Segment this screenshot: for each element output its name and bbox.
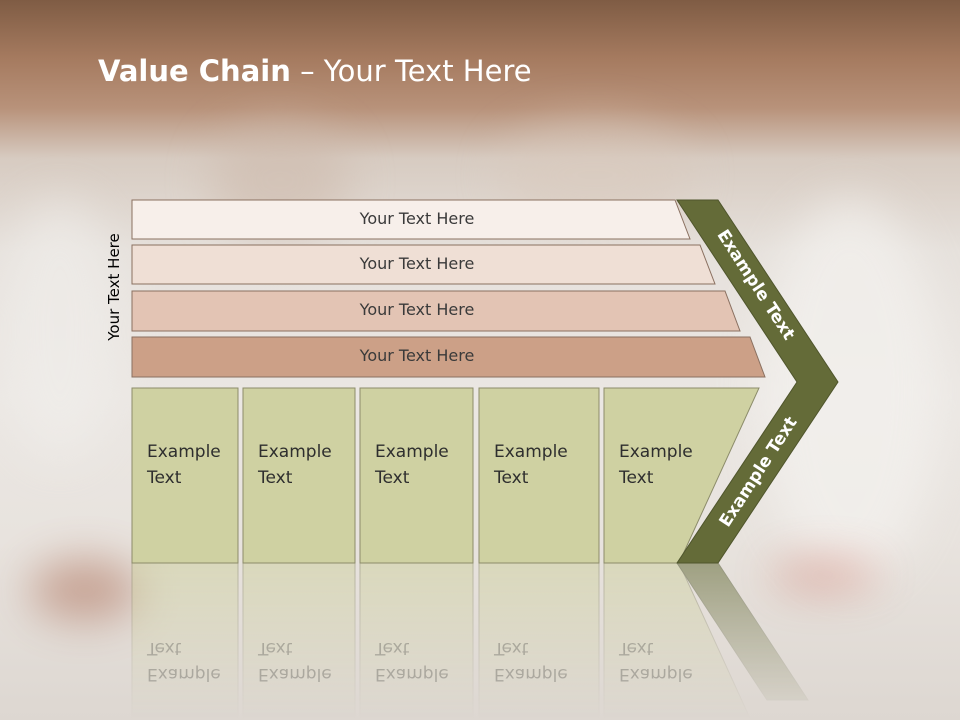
row-label-4: Your Text Here [359, 346, 475, 365]
row-band-2 [131, 244, 716, 285]
row-band-1 [131, 199, 691, 240]
row-band-3 [131, 290, 741, 332]
column-reflection-3 [359, 562, 474, 720]
column-label-line1: Example [619, 442, 693, 462]
column-label-line1: Example [375, 442, 449, 462]
column-reflection-line2: Text [619, 638, 654, 658]
background-vegetables [30, 560, 140, 620]
column-reflection-5 [603, 562, 752, 720]
column-label-line2: Text [147, 468, 182, 488]
column-label-line1: Example [258, 442, 332, 462]
column-reflection-line1: Example [619, 664, 693, 684]
column-reflection-line1: Example [375, 664, 449, 684]
column-reflection-1 [131, 562, 239, 720]
background-figure [0, 200, 120, 460]
column-label-reflection-1: Example Text [147, 635, 221, 687]
slide-title: Value Chain – Your Text Here [98, 54, 532, 88]
column-reflection-line2: Text [494, 638, 529, 658]
column-label-reflection-4: Example Text [494, 635, 568, 687]
title-rest: – Your Text Here [290, 54, 532, 88]
column-label-reflection-3: Example Text [375, 635, 449, 687]
column-reflection-line1: Example [147, 664, 221, 684]
column-reflection-line1: Example [494, 664, 568, 684]
column-label-line2: Text [258, 468, 293, 488]
row-label-2: Your Text Here [359, 253, 475, 273]
column-label-reflection-5: Example Text [619, 635, 693, 687]
row-label-1: Your Text Here [359, 208, 475, 228]
column-reflection-line2: Text [258, 638, 293, 658]
column-reflection-4 [478, 562, 600, 720]
column-reflection-line2: Text [375, 638, 410, 658]
column-label-line2: Text [375, 468, 410, 488]
column-label-line2: Text [494, 468, 529, 488]
row-band-4 [131, 336, 766, 378]
column-label-line1: Example [494, 442, 568, 462]
column-label-line1: Example [147, 442, 221, 462]
chevron-reflection [676, 562, 809, 701]
column-reflection-line1: Example [258, 664, 332, 684]
column-label-line2: Text [619, 468, 654, 488]
background-figure [760, 200, 940, 580]
row-label-3: Your Text Here [359, 300, 475, 319]
column-reflection-2 [242, 562, 356, 720]
column-reflection-line2: Text [147, 638, 182, 658]
column-label-reflection-2: Example Text [258, 635, 332, 687]
title-bold: Value Chain [98, 54, 291, 88]
background-vegetables [770, 560, 880, 590]
